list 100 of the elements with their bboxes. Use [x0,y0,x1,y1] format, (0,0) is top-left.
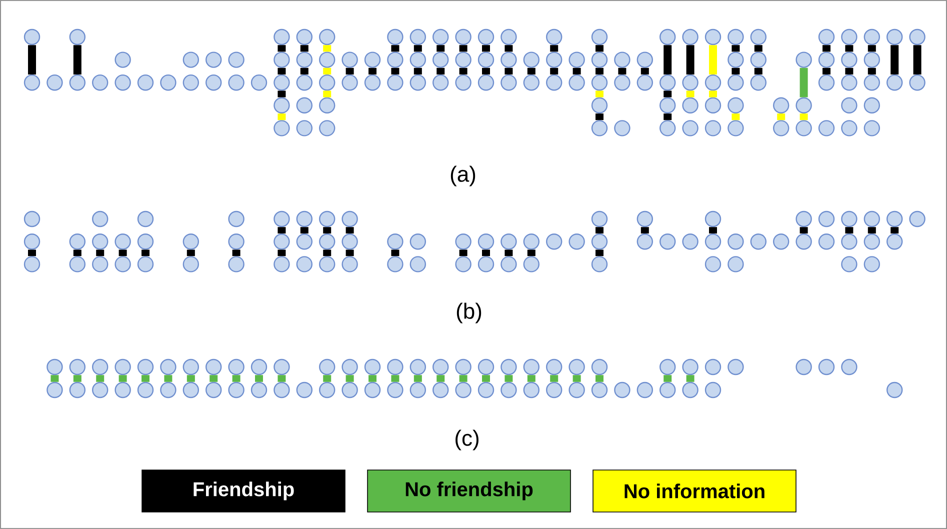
link-bar [391,375,400,382]
circle-node [636,210,653,228]
circle-node [387,28,404,46]
circle-node [682,97,698,114]
link-bar [436,45,445,52]
circle-node [92,358,108,376]
circle-node [909,74,926,91]
circle-node [841,210,858,228]
link-bar [527,250,536,256]
link-bar [845,45,854,52]
circle-node [614,74,630,91]
link-bar [391,45,400,52]
link-bar [459,375,468,382]
link-bar [868,45,876,52]
link-bar [640,68,649,74]
circle-node [478,382,494,398]
link-bar [300,45,308,52]
link-bar [414,68,422,74]
circle-node [296,28,313,46]
circle-node [182,52,199,68]
link-bar [323,250,332,256]
circle-node [591,382,608,398]
link-bar [709,227,717,234]
circle-node [796,210,812,228]
link-bar [572,375,581,382]
link-bar [618,68,626,74]
link-bar [346,250,354,256]
circle-node [296,210,313,228]
link-bar [278,68,286,74]
link-bar [50,375,59,382]
circle-node [523,358,540,376]
circle-node [660,74,676,91]
link-bar [186,375,195,382]
circle-node [796,358,812,376]
circle-node [455,52,472,68]
link-bar [527,375,536,382]
link-bar [414,45,422,52]
circle-node [546,382,562,398]
circle-node [364,382,381,398]
link-bar [73,45,82,74]
circle-node [886,28,903,46]
link-bar [300,227,308,234]
circle-node [523,74,540,91]
link-bar [278,375,286,382]
circle-node [114,74,131,91]
circle-node [274,28,290,46]
circle-node [728,28,744,46]
circle-node [432,74,449,91]
circle-node [796,120,812,136]
circle-node [568,52,585,68]
circle-node [432,358,449,376]
circle-node [704,256,722,272]
link-bar [96,375,104,382]
circle-node [591,52,608,68]
link-bar [118,375,127,382]
circle-node [864,28,880,46]
link-bar [845,227,854,234]
circle-node [296,120,313,136]
circle-node [704,210,722,228]
circle-node [274,52,290,68]
circle-node [274,120,290,136]
link-bar [323,227,332,234]
circle-node [660,28,676,46]
link-bar [459,68,468,74]
legend-item: No friendship [367,470,571,512]
circle-node [137,256,154,272]
link-bar [278,227,286,234]
circle-node [682,28,698,46]
circle-node [274,256,290,272]
circle-node [387,382,404,398]
circle-node [660,120,676,136]
circle-node [591,74,608,91]
circle-node [92,382,108,398]
link-bar [142,375,150,382]
link-bar [346,68,354,74]
circle-node [137,358,154,376]
link-bar [550,45,558,52]
circle-node [500,28,517,46]
circle-node [523,382,540,398]
circle-node [864,52,880,68]
circle-node [750,74,766,91]
circle-node [342,382,358,398]
circle-node [818,120,835,136]
circle-node [69,28,86,46]
panel-label: (a) [450,166,476,186]
link-bar [732,45,740,52]
circle-node [660,358,676,376]
circle-node [410,382,426,398]
link-bar [596,375,604,382]
circle-node [69,74,86,91]
link-bar [323,45,332,52]
circle-node [682,120,698,136]
circle-node [500,256,517,272]
circle-node [841,234,858,250]
circle-node [546,28,562,46]
circle-node [137,382,154,398]
circle-node [773,234,790,250]
circle-node [364,358,381,376]
circle-node [750,52,766,68]
link-bar [96,250,104,256]
